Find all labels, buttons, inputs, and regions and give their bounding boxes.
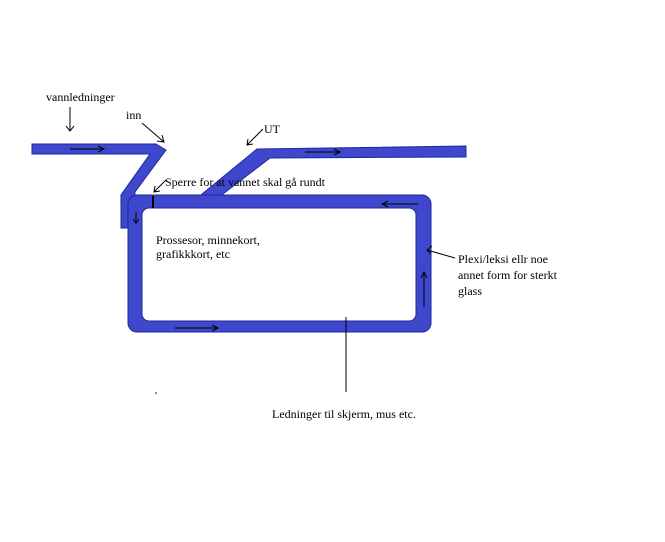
pointer-ut [246, 128, 264, 146]
label-plexi-1: Plexi/leksi ellr noe [458, 252, 548, 266]
label-plexi-3: glass [458, 284, 482, 298]
pointer-sperre [153, 179, 167, 193]
pointer-plexi [426, 245, 456, 259]
label-components-1: Prossesor, minnekort, [156, 233, 260, 247]
label-cables: Ledninger til skjerm, mus etc. [272, 407, 416, 421]
flow-arrow-left [132, 212, 140, 224]
annotation-arrows [65, 107, 456, 392]
flow-arrow-top [380, 200, 418, 208]
label-plexi-2: annet form for sterkt [458, 268, 558, 282]
flow-arrow-outlet [305, 148, 342, 156]
flow-arrow-right [420, 270, 428, 307]
pointer-inn [141, 122, 165, 143]
label-ut: UT [264, 122, 281, 136]
loop-casing [127, 194, 432, 333]
label-inn: inn [126, 108, 141, 122]
stray-dot [155, 392, 157, 394]
label-components-2: grafikkkort, etc [156, 247, 230, 261]
flow-arrow-bottom [175, 324, 220, 332]
flow-arrows [70, 145, 428, 332]
label-vannledninger: vannledninger [46, 90, 115, 104]
label-sperre: Sperre for at vannet skal gå rundt [165, 175, 326, 189]
pointer-vannledninger [65, 107, 75, 132]
flow-arrow-inlet [70, 145, 106, 153]
